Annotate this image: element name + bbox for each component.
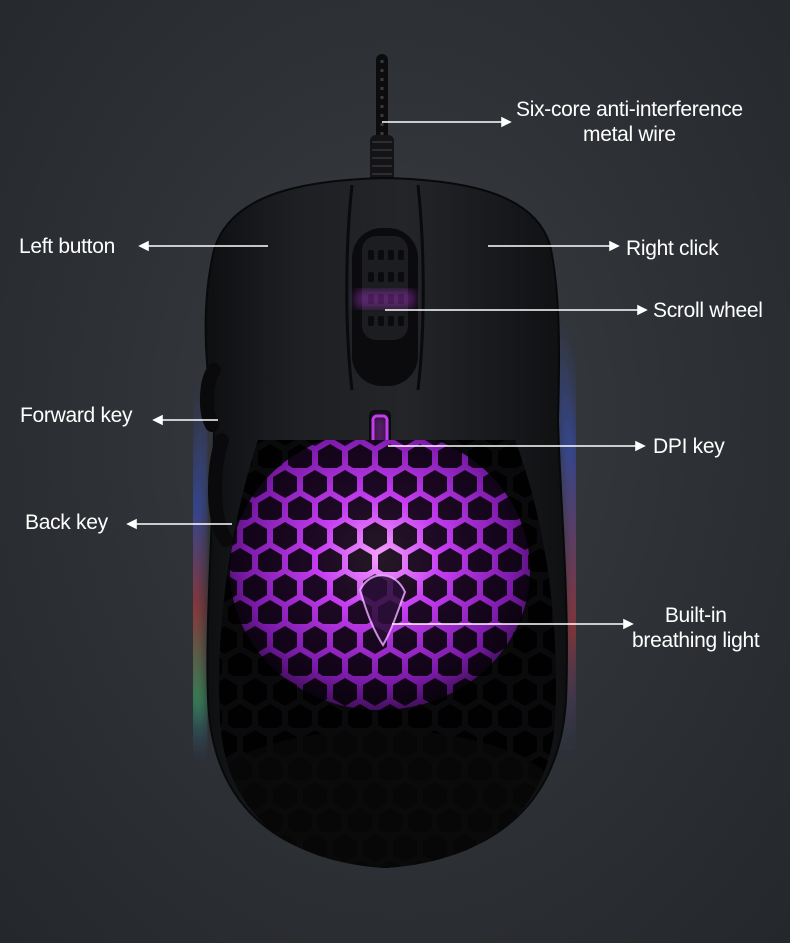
logo-emblem-icon [358,574,407,647]
label-forward-key: Forward key [20,404,133,427]
pointer-lines [126,116,648,630]
scroll-wheel-icon [355,236,415,340]
cable-strain-relief [370,135,394,185]
label-back-key: Back key [25,511,108,534]
label-breathing-light-line2: breathing light [632,629,760,652]
label-breathing-light: Built-in breathing light [632,603,760,653]
honeycomb-shell [219,440,556,868]
label-metal-wire-line2: metal wire [583,123,676,146]
label-metal-wire-line1: Six-core anti-interference [516,98,743,121]
label-breathing-light-line1: Built-in [664,604,727,627]
label-right-click: Right click [626,237,719,260]
label-dpi-key: DPI key [653,435,725,458]
forward-key-shape [200,363,221,432]
back-key-shape [207,433,233,547]
label-scroll-wheel: Scroll wheel [653,299,763,322]
label-left-button: Left button [19,235,115,258]
label-metal-wire: Six-core anti-interference metal wire [516,97,743,147]
